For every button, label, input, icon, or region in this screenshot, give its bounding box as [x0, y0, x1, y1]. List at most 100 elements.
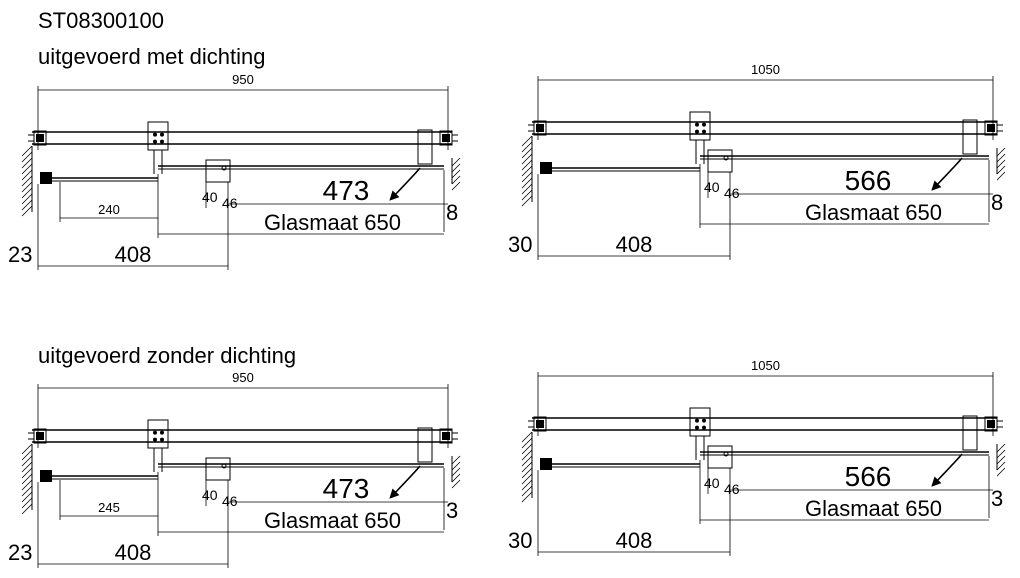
left-end-clamp — [28, 428, 47, 444]
gap-label: 3 — [991, 486, 1003, 511]
glass-size-label: Glasmaat 650 — [264, 210, 401, 235]
left-end-clamp — [528, 416, 547, 432]
bolt — [160, 132, 164, 137]
hatch-stroke — [521, 147, 533, 159]
right-wall-hatch — [996, 443, 1006, 477]
hatch-stroke — [996, 153, 1006, 163]
hatch-stroke — [521, 473, 533, 485]
hatch-stroke — [996, 159, 1006, 169]
wall-offset-label: 30 — [508, 232, 532, 257]
hatch-stroke — [21, 491, 33, 503]
hatch-stroke — [521, 443, 533, 455]
hatch-stroke — [21, 497, 33, 509]
bolt — [160, 437, 164, 442]
overlap-label: 408 — [616, 232, 653, 257]
door-opening-label: 566 — [845, 165, 892, 196]
left-end-clamp — [528, 120, 547, 136]
right-end-clamp — [984, 416, 1003, 432]
right-end-clamp — [439, 428, 458, 444]
swing-arrow — [931, 157, 963, 191]
total-width-label: 1050 — [751, 62, 780, 77]
hatch-stroke — [21, 449, 33, 461]
hatch-stroke — [21, 187, 33, 199]
hatch-stroke — [21, 175, 33, 187]
profile-screw — [221, 463, 227, 469]
hatch-stroke — [21, 503, 33, 515]
total-width-label: 1050 — [751, 358, 780, 373]
door-opening-label: 566 — [845, 461, 892, 492]
right-support — [962, 119, 978, 155]
hatch-stroke — [21, 145, 33, 157]
hatch-stroke — [521, 461, 533, 473]
bolt — [695, 129, 699, 134]
profile-dim-46: 46 — [724, 185, 740, 201]
hatch-stroke — [521, 165, 533, 177]
left-wall-hatch — [521, 135, 533, 207]
bolt — [702, 122, 706, 127]
hatch-stroke — [996, 147, 1006, 157]
left-wall-hatch — [21, 145, 33, 217]
bolt — [160, 139, 164, 144]
bolt — [160, 430, 164, 435]
profile-screw — [221, 165, 227, 171]
hatch-stroke — [21, 473, 33, 485]
overlap-label: 408 — [115, 242, 152, 267]
hatch-stroke — [451, 169, 461, 179]
wall-offset-label: 30 — [508, 528, 532, 553]
swing-arrow — [389, 465, 421, 499]
bolt — [702, 418, 706, 423]
hatch-stroke — [21, 461, 33, 473]
hatch-stroke — [521, 135, 533, 147]
overlap-label: 408 — [616, 528, 653, 553]
clamp-body — [533, 416, 547, 432]
profile-block — [205, 159, 231, 183]
hatch-stroke — [21, 181, 33, 193]
clamp-core — [442, 134, 450, 142]
hatch-stroke — [21, 151, 33, 163]
bolt — [695, 122, 699, 127]
hatch-stroke — [521, 189, 533, 201]
hatch-stroke — [21, 443, 33, 455]
hatch-stroke — [521, 491, 533, 503]
door-opening-label: 473 — [323, 175, 370, 206]
door-opening-label: 473 — [323, 473, 370, 504]
bolt — [695, 425, 699, 430]
hatch-stroke — [521, 141, 533, 153]
hatch-stroke — [521, 177, 533, 189]
bolt — [153, 437, 157, 442]
profile-dim-40: 40 — [202, 487, 218, 503]
section-title-with-seal: uitgevoerd met dichting — [38, 44, 266, 69]
glass-size-label: Glasmaat 650 — [264, 508, 401, 533]
hatch-stroke — [451, 461, 461, 471]
hatch-stroke — [451, 181, 461, 191]
right-wall-hatch — [451, 157, 461, 191]
left-wall-hatch — [21, 443, 33, 515]
gap-label: 3 — [446, 498, 458, 523]
rail-bracket-center — [689, 111, 711, 141]
hatch-stroke — [996, 461, 1006, 471]
hatch-stroke — [21, 193, 33, 205]
hatch-stroke — [521, 159, 533, 171]
right-support — [417, 427, 433, 463]
hatch-stroke — [521, 449, 533, 461]
hatch-stroke — [521, 153, 533, 165]
hatch-stroke — [21, 455, 33, 467]
hatch-stroke — [451, 473, 461, 483]
hatch-stroke — [21, 479, 33, 491]
hatch-stroke — [996, 449, 1006, 459]
hatch-stroke — [451, 467, 461, 477]
hatch-stroke — [996, 443, 1006, 453]
clamp-core — [442, 432, 450, 440]
clamp-body — [439, 130, 453, 146]
profile-block — [707, 445, 733, 469]
bolt — [153, 139, 157, 144]
glass-size-label: Glasmaat 650 — [805, 200, 942, 225]
clamp-core — [536, 420, 544, 428]
hatch-stroke — [521, 431, 533, 443]
clamp-body — [439, 428, 453, 444]
hatch-stroke — [521, 485, 533, 497]
clamp-body — [33, 428, 47, 444]
swing-arrow — [389, 167, 421, 201]
